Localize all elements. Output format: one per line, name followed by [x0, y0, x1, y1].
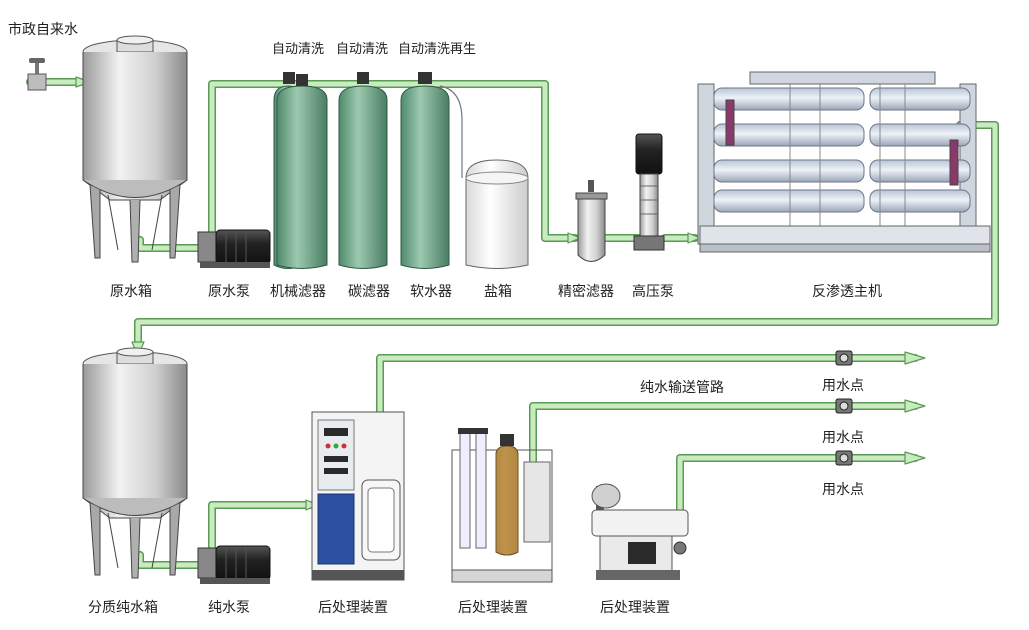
- use-point-valve-icon-3: [835, 450, 853, 466]
- use-point-valve-icon-2: [835, 398, 853, 414]
- mech-filter-label: 机械滤器: [270, 284, 326, 300]
- carbon-filter-label: 碳滤器: [348, 284, 390, 300]
- ro-main-unit: [697, 71, 991, 253]
- hp-pump-label: 高压泵: [632, 284, 674, 300]
- precision-filter: [575, 180, 608, 262]
- pure-water-pump: [197, 545, 271, 584]
- arrow-to-pf: [567, 232, 581, 244]
- arrow-use-3: [904, 451, 926, 465]
- raw-water-tank: [82, 35, 188, 263]
- source-label: 市政自来水: [8, 22, 78, 38]
- post-treatment-unit-2: [451, 428, 553, 583]
- use-point-label-1: 用水点: [822, 378, 864, 394]
- softener: [400, 72, 463, 269]
- auto-clean-label-1: 自动清洗: [272, 42, 325, 57]
- pure-pump-label: 纯水泵: [208, 600, 250, 616]
- raw-water-pump: [197, 229, 271, 268]
- ro-unit-label: 反渗透主机: [812, 284, 882, 300]
- inlet-valve-icon: [27, 58, 47, 91]
- use-point-label-2: 用水点: [822, 430, 864, 446]
- post-1-label: 后处理装置: [318, 600, 388, 616]
- arrow-use-2: [904, 399, 926, 413]
- raw-pump-label: 原水泵: [208, 284, 250, 300]
- use-point-valve-icon-1: [835, 350, 853, 366]
- arrow-to-ro: [687, 232, 701, 244]
- high-pressure-pump: [633, 133, 665, 251]
- carbon-filter: [338, 72, 388, 269]
- pure-tank-label: 分质纯水箱: [88, 600, 158, 616]
- raw-tank-label: 原水箱: [110, 284, 152, 300]
- pipeline-label: 纯水输送管路: [640, 380, 724, 396]
- use-point-label-3: 用水点: [822, 482, 864, 498]
- salt-tank-label: 盐箱: [484, 284, 512, 300]
- auto-regen-label: 自动清洗再生: [398, 42, 477, 57]
- auto-clean-label-2: 自动清洗: [336, 42, 389, 57]
- mechanical-filter-body: [276, 74, 328, 269]
- softener-label: 软水器: [410, 284, 452, 300]
- pure-water-tank: [82, 347, 188, 579]
- precision-filter-label: 精密滤器: [558, 284, 614, 300]
- post-2-label: 后处理装置: [458, 600, 528, 616]
- arrow-use-1: [904, 351, 926, 365]
- post-treatment-unit-3: [591, 483, 689, 580]
- post-3-label: 后处理装置: [600, 600, 670, 616]
- post-treatment-unit-1: [311, 411, 405, 581]
- salt-tank: [465, 159, 529, 269]
